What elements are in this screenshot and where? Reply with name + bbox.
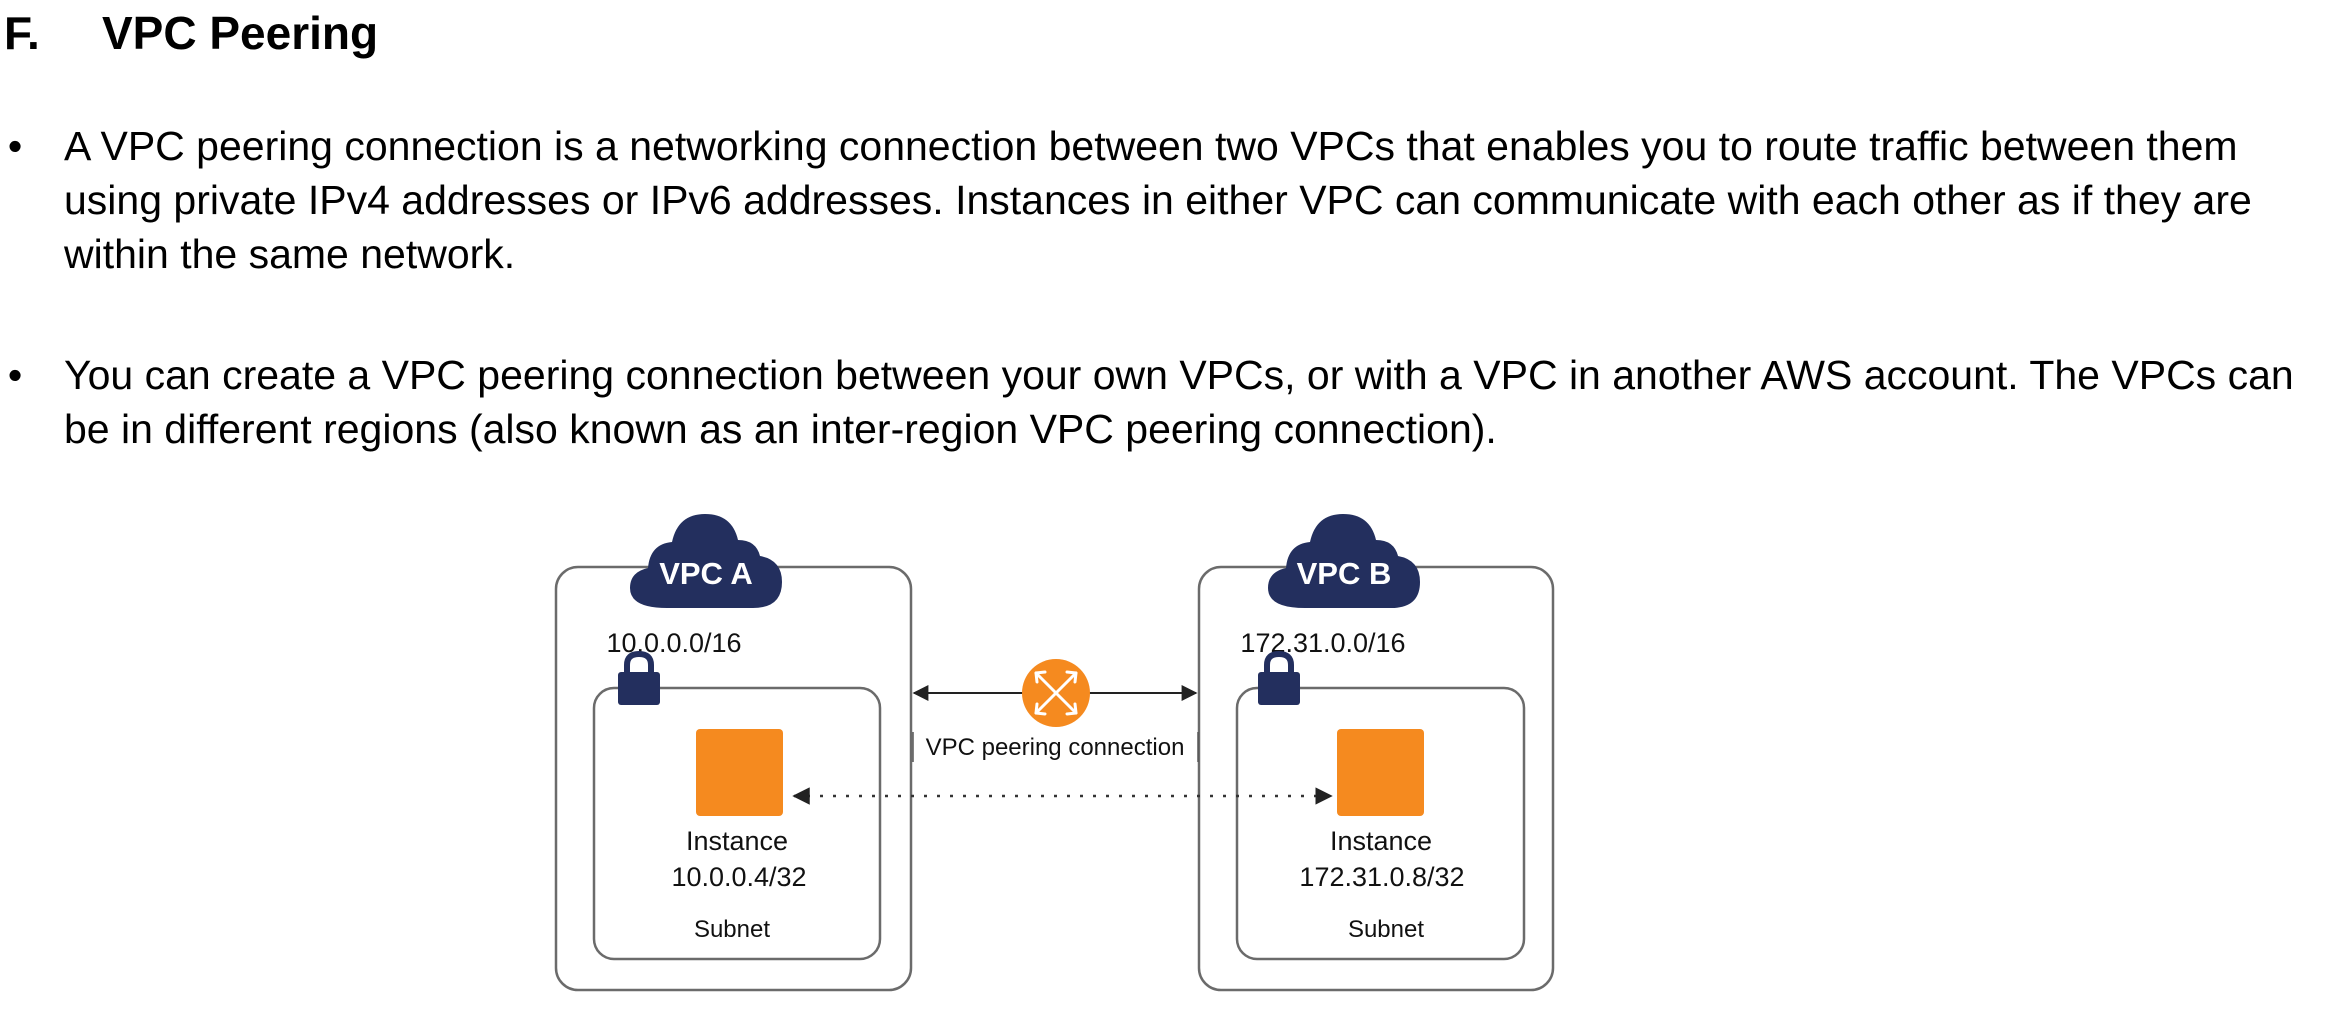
section-heading: F. VPC Peering (4, 2, 378, 64)
subnet-b-box (1235, 686, 1526, 961)
vpc-a-name: VPC A (659, 556, 753, 591)
instance-b-ip: 172.31.0.8/32 (1299, 862, 1464, 892)
bullet-icon: • (7, 123, 23, 169)
instance-b-label: Instance (1330, 826, 1432, 856)
instance-a-ip: 10.0.0.4/32 (671, 862, 806, 892)
vpc-a-cidr: 10.0.0.0/16 (606, 628, 741, 658)
peering-router-icon (1022, 659, 1090, 727)
section-title: VPC Peering (102, 7, 379, 59)
vpc-b-cidr: 172.31.0.0/16 (1240, 628, 1405, 658)
lock-icon (1258, 650, 1300, 705)
subnet-b-label: Subnet (1348, 916, 1424, 943)
instance-a-label: Instance (686, 826, 788, 856)
instance-a-icon (696, 729, 783, 816)
peering-label: VPC peering connection (926, 734, 1185, 761)
peering-connection: VPC peering connection (912, 659, 1199, 762)
subnet-a-label: Subnet (694, 916, 770, 943)
subnet-a-box (592, 686, 882, 961)
section-letter: F. (4, 7, 40, 59)
bullet-text: You can create a VPC peering connection … (64, 352, 2294, 452)
cloud-icon (1268, 514, 1420, 608)
vpc-a-group: VPC A 10.0.0.0/16 Instance 10.0.0.4/32 S… (554, 514, 913, 992)
instance-b-icon (1337, 729, 1424, 816)
vpc-b-name: VPC B (1297, 556, 1392, 591)
bullet-text: A VPC peering connection is a networking… (64, 123, 2252, 277)
vpc-b-group: VPC B 172.31.0.0/16 Instance 172.31.0.8/… (1197, 514, 1555, 992)
lock-icon (618, 650, 660, 705)
bullet-icon: • (7, 352, 23, 398)
vpc-peering-diagram: VPC A 10.0.0.0/16 Instance 10.0.0.4/32 S… (554, 514, 1555, 992)
cloud-icon (630, 514, 782, 608)
